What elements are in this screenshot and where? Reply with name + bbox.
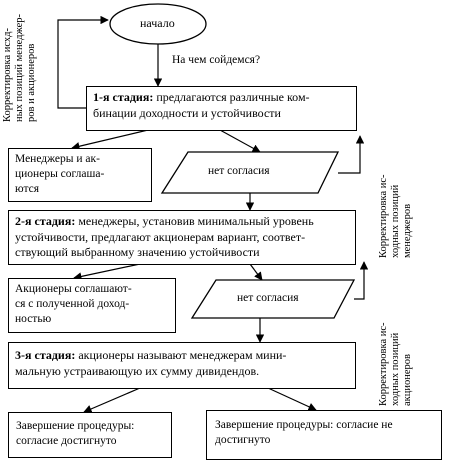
disagree1-label: нет согласия	[208, 165, 270, 177]
side-left-line1: Корректировка исхд-	[2, 28, 13, 122]
stage2-title: 2-я стадия:	[15, 214, 76, 228]
stage2-text-2: устойчивости, предлагают акционерам вари…	[15, 229, 306, 244]
side-right2-label: Корректировка ис- ходных позиций акционе…	[378, 322, 414, 406]
stage2-text-1: менеджеры, установив минимальный уровень	[75, 214, 314, 228]
stage3-title: 3-я стадия:	[15, 348, 76, 362]
loop-left	[57, 15, 109, 109]
shareholders-agree-line3: ностью	[15, 313, 52, 325]
side-left-line2: ных позиций менеджер-	[14, 14, 25, 122]
stage2-text-3: ствующий выбранному значению устойчивост…	[15, 245, 260, 259]
side-left-line3: ров и акционеров	[26, 43, 37, 122]
stage1-text-2: бинации доходности и устойчивости	[93, 105, 281, 120]
disagree1-shape	[160, 151, 340, 194]
end-agree-line2: согласие достигнуто	[16, 435, 117, 447]
arrow-stage2-disagree2	[249, 263, 263, 281]
stage1-box: 1-я стадия: предлагаются различные ком- …	[86, 86, 357, 131]
stage3-box: 3-я стадия: акционеры называют менеджера…	[8, 342, 356, 389]
arrow-stage3-end-disagree	[267, 387, 317, 411]
arrow-stage1-managers-agree	[71, 129, 149, 151]
stage3-text-1: акционеры называют менеджерам мини-	[75, 348, 287, 362]
end-agree-line1: Завершение процедуры:	[16, 420, 135, 432]
loop-right2	[354, 261, 369, 300]
start-label: начало	[140, 16, 175, 30]
end-disagree-box: Завершение процедуры: согласие не достиг…	[206, 410, 442, 460]
side-right1-line2: ходных позиций	[390, 184, 401, 258]
side-right2-line1: Корректировка ис-	[378, 322, 389, 406]
stage1-title: 1-я стадия:	[93, 90, 154, 104]
side-right1-label: Корректировка ис- ходных позиций менедже…	[378, 174, 414, 258]
disagree2-shape	[190, 279, 356, 319]
stage3-text-2: мальную устраивающую их сумму дивидендов…	[15, 363, 260, 378]
disagree2-label: нет согласия	[237, 292, 299, 304]
shareholders-agree-box: Акционеры соглашают- ся с полученной дох…	[8, 278, 176, 333]
managers-agree-line3: ются	[15, 183, 39, 195]
managers-agree-line1: Менеджеры и ак-	[15, 153, 100, 165]
managers-agree-box: Менеджеры и ак- ционеры соглаша- ются	[8, 148, 152, 202]
shareholders-agree-line1: Акционеры соглашают-	[15, 283, 132, 295]
side-left-label: Корректировка исхд- ных позиций менеджер…	[2, 14, 38, 122]
question-label: На чем сойдемся?	[172, 54, 261, 66]
managers-agree-line2: ционеры соглаша-	[15, 168, 105, 180]
side-right2-line3: акционеров	[402, 354, 413, 406]
side-right2-line2: ходных позиций	[390, 332, 401, 406]
arrow-stage2-shareholders-agree	[73, 263, 141, 281]
end-disagree-line2: достигнуто	[215, 434, 271, 446]
side-right1-line3: менеджеров	[402, 203, 413, 258]
end-disagree-line1: Завершение процедуры: согласие не	[215, 419, 393, 431]
stage2-box: 2-я стадия: менеджеры, установив минимал…	[8, 210, 356, 265]
arrow-stage1-disagree1	[219, 129, 261, 153]
side-right1-line1: Корректировка ис-	[378, 174, 389, 258]
stage1-text-1: предлагаются различные ком-	[153, 90, 310, 104]
shareholders-agree-line2: ся с полученной доход-	[15, 298, 130, 310]
end-agree-box: Завершение процедуры: согласие достигнут…	[8, 412, 172, 458]
loop-right1-top	[338, 135, 365, 174]
arrow-stage3-end-agree	[83, 387, 141, 413]
